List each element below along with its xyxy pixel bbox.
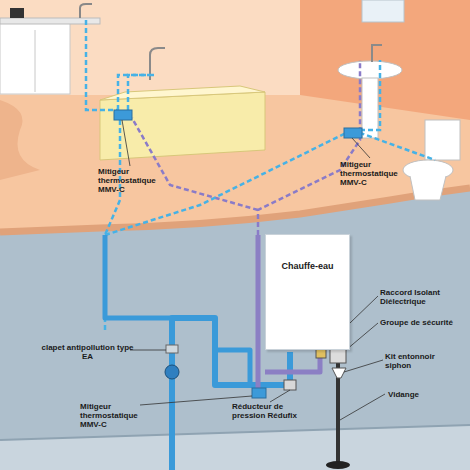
check-valve: [166, 345, 178, 353]
wall-cut: [0, 100, 40, 180]
hot-pipe: [265, 352, 320, 372]
cold-pipe: [105, 75, 155, 330]
back-wall: [0, 0, 300, 95]
leader-line: [352, 138, 370, 158]
side-wall: [300, 0, 470, 120]
pressure-reducer: [284, 380, 296, 390]
node-title: Chauffe-eau: [266, 261, 349, 271]
toilet-base: [410, 176, 446, 200]
slab-edge: [0, 188, 470, 232]
part-label: Vidange: [388, 390, 448, 399]
hot-pipe: [132, 118, 258, 210]
mirror: [362, 0, 404, 22]
leader-line: [122, 120, 130, 166]
cold-pipe: [86, 20, 150, 110]
part-label: Raccord Isolant Diélectrique: [380, 288, 452, 306]
water-meter: [165, 365, 179, 379]
kitchen-cabinet: [0, 22, 70, 94]
cabinet-door: [35, 30, 36, 92]
floor-edge: [0, 425, 470, 440]
drain: [326, 461, 350, 469]
hot-mixed-pipe: [256, 235, 261, 392]
leader-line: [130, 350, 166, 351]
part-label: Groupe de sécurité: [380, 318, 465, 327]
part-label: Kit entonnoir siphon: [385, 352, 447, 370]
leader-line: [344, 360, 383, 372]
mixer-valve: [344, 128, 362, 138]
part-label: clapet antipollution type EA: [40, 343, 135, 361]
leader-line: [340, 394, 385, 420]
part-label: Mitigeur thermostatique MMV-C: [80, 402, 152, 429]
sink-tap: [80, 4, 92, 18]
water-heater-box: Chauffe-eau: [265, 234, 350, 350]
toilet-tank: [425, 120, 460, 160]
hot-pipe: [258, 60, 360, 235]
jar: [10, 8, 24, 18]
upper-room: [0, 0, 470, 232]
mixer-valve: [114, 110, 132, 120]
cold-branch: [215, 350, 250, 385]
basement-floor: [0, 425, 470, 470]
washbasin: [338, 61, 402, 79]
part-label: Mitigeur thermostatique MMV-C: [340, 160, 412, 187]
mixer-valve: [252, 388, 266, 398]
part-label: Réducteur de pression Rédufix: [232, 402, 304, 420]
bathtub: [100, 92, 265, 160]
bathtub-rim: [100, 86, 265, 100]
cold-pipe: [105, 235, 172, 318]
part-label: Mitigeur thermostatique MMV-C: [98, 167, 176, 194]
leader-line: [346, 323, 378, 350]
leader-line: [270, 390, 290, 402]
cold-pipe: [105, 60, 435, 235]
funnel-siphon: [332, 368, 346, 378]
basin-tap: [372, 45, 382, 62]
